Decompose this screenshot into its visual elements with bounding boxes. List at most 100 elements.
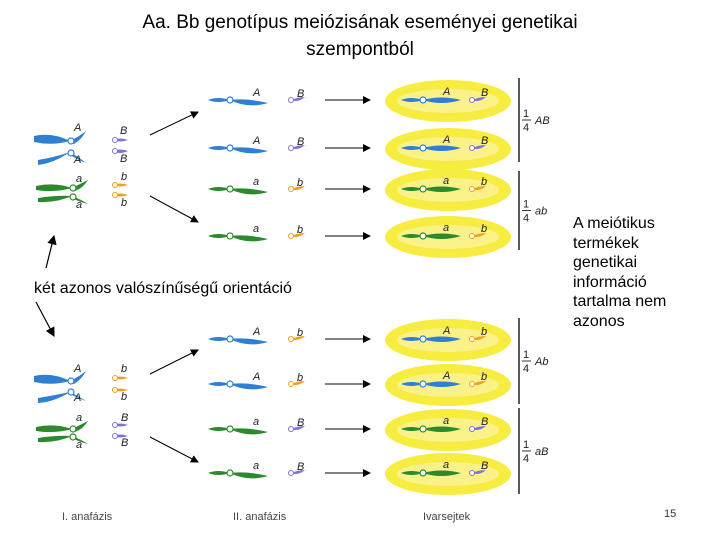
centromere [469, 470, 475, 476]
chromosome-arm [423, 426, 461, 432]
centromere [288, 426, 294, 432]
page-title: Aa. Bb genotípus meiózisának eseményei g… [60, 9, 660, 63]
label-a: a [253, 176, 259, 188]
chromosome-blue [208, 380, 268, 390]
centromere [288, 470, 294, 476]
conclusion-line: termékek [573, 234, 639, 252]
chromosome-blue [208, 335, 268, 345]
centromere [288, 233, 294, 239]
chromosome-purple [112, 422, 128, 439]
stage-label-anaphase-2: II. anafázis [233, 511, 287, 523]
chromosome-arm [291, 426, 305, 430]
conclusion-line: genetikai [573, 254, 638, 271]
conclusion-line: A meiótikus [573, 215, 655, 232]
chromosome-arm [291, 381, 305, 385]
label-B: B [481, 416, 488, 428]
centromere [419, 469, 427, 477]
chromosome-green [208, 232, 268, 242]
label-a: a [76, 199, 82, 211]
stage-label-gametes: Ivarsejtek [423, 511, 471, 523]
centromere [288, 97, 294, 103]
chromosome-orange [288, 233, 305, 239]
chromosome-arm [423, 97, 461, 103]
genotype-label: Ab [534, 356, 548, 368]
label-B: B [297, 461, 304, 473]
chromosome-orange [469, 186, 486, 192]
chromosome-orange [469, 381, 486, 387]
chromosome-arm [230, 428, 268, 435]
label-A: A [442, 86, 450, 98]
conclusion-line: információ [573, 273, 647, 291]
label-B: B [297, 88, 304, 100]
chromosome-orange [112, 375, 128, 393]
genotype-label: AB [534, 115, 550, 127]
chromosome-arm [472, 470, 486, 474]
chromosome-orange [469, 336, 486, 342]
chromosome-green [208, 425, 268, 435]
label-b: b [481, 371, 487, 383]
chromosome-arm [401, 427, 423, 431]
title-line-1: Aa. Bb genotípus meiózisának eseményei g… [142, 12, 578, 33]
label-A: A [442, 370, 450, 382]
chromosome-arm [472, 336, 486, 340]
chromosome-green [401, 425, 461, 433]
chromosome-purple [288, 145, 305, 151]
chromosome-blue [401, 144, 461, 152]
chromosome-arm [423, 145, 461, 151]
arrow-to-anaphase-2 [149, 111, 199, 136]
label-A: A [73, 122, 81, 134]
chromosome-blue [34, 131, 86, 165]
conclusion-note: A meiótikus termékek genetikai informáci… [573, 214, 703, 331]
label-b: b [297, 327, 303, 339]
chromosome-arm [208, 427, 230, 431]
page-number: 15 [664, 508, 677, 520]
chromosome-arm [208, 98, 230, 102]
chromosome-arm [291, 186, 305, 190]
chromosome-arm [423, 470, 461, 476]
chromosome-arm [423, 381, 461, 387]
centromere [419, 335, 427, 343]
chromosome-arm [472, 145, 486, 149]
chromosome-blue [208, 96, 268, 106]
centromere [226, 185, 234, 193]
chromosome-green [36, 421, 88, 444]
chromosome-arm [401, 234, 423, 238]
centromere [419, 185, 427, 193]
genotype-label: ab [535, 206, 547, 218]
label-a: a [443, 175, 449, 187]
centromere [469, 233, 475, 239]
label-a: a [253, 416, 259, 428]
centromere [226, 144, 234, 152]
chromosome-arm [208, 234, 230, 238]
chromosome-purple [288, 97, 305, 103]
fraction-denominator: 4 [523, 122, 529, 134]
label-B: B [120, 153, 127, 165]
label-b: b [297, 224, 303, 236]
label-A: A [252, 135, 260, 147]
label-B: B [481, 135, 488, 147]
chromosome-green [208, 185, 268, 195]
chromosome-purple [288, 470, 305, 476]
chromosome-arm [230, 147, 268, 154]
chromosome-arm [401, 471, 423, 475]
chromosome-arm [472, 381, 486, 385]
chromosome-arm [208, 382, 230, 386]
chromosome-arm [230, 383, 268, 390]
label-b: b [121, 171, 127, 183]
label-a: a [76, 173, 82, 185]
fraction-numerator: 1 [523, 439, 529, 451]
chromosome-arm [401, 382, 423, 386]
label-B: B [297, 417, 304, 429]
centromere [419, 232, 427, 240]
label-b: b [481, 223, 487, 235]
centromere [419, 96, 427, 104]
chromosome-arm [291, 97, 305, 101]
centromere [419, 425, 427, 433]
label-b: b [297, 372, 303, 384]
